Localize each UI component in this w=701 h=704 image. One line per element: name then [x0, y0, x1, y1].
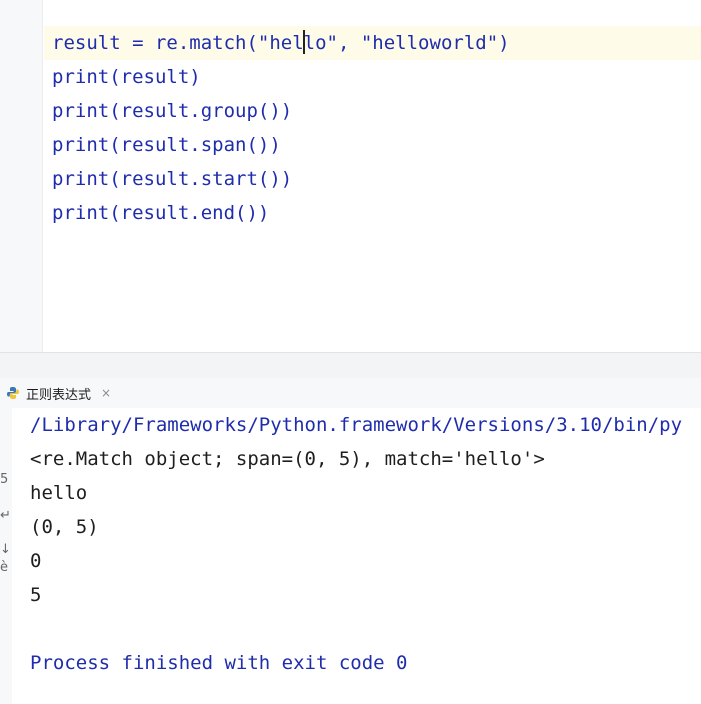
console-exit-message: Process finished with exit code 0: [30, 652, 408, 674]
console-line-span: (0, 5): [30, 516, 99, 538]
console-line-start: 0: [30, 550, 42, 572]
toolbar-glyph-1[interactable]: 5: [0, 472, 9, 487]
code-line-4[interactable]: print(result.span()): [52, 134, 281, 156]
code-editor[interactable]: result = re.match("hello", "helloworld")…: [0, 0, 701, 352]
toolbar-glyph-4[interactable]: è: [0, 560, 8, 575]
toolbar-glyph-2[interactable]: ↵: [0, 508, 11, 523]
console-command-line[interactable]: /Library/Frameworks/Python.framework/Ver…: [30, 414, 683, 436]
run-tab[interactable]: 正则表达式 ×: [6, 381, 111, 405]
code-line-1[interactable]: result = re.match("hello", "helloworld"): [44, 26, 701, 60]
code-line-3[interactable]: print(result.group()): [52, 100, 293, 122]
python-icon: [6, 386, 20, 400]
console-line-group: hello: [30, 482, 88, 504]
console-line-end: 5: [30, 584, 42, 606]
console-line-match: <re.Match object; span=(0, 5), match='he…: [30, 448, 545, 470]
close-icon[interactable]: ×: [101, 386, 112, 400]
code-line-1-part-a: result = re.match("hel: [52, 32, 304, 54]
panel-splitter[interactable]: [0, 352, 701, 379]
console-output[interactable]: /Library/Frameworks/Python.framework/Ver…: [12, 408, 701, 704]
code-line-1-part-b: lo", "helloworld"): [303, 32, 510, 54]
run-tab-label: 正则表达式: [26, 387, 92, 403]
editor-gutter: [0, 0, 43, 352]
code-line-5[interactable]: print(result.start()): [52, 168, 293, 190]
text-caret: [302, 30, 305, 54]
run-panel-header: 正则表达式 ×: [0, 378, 701, 409]
code-line-2[interactable]: print(result): [52, 66, 201, 88]
editor-code-area[interactable]: result = re.match("hello", "helloworld")…: [44, 0, 701, 352]
code-line-6[interactable]: print(result.end()): [52, 202, 270, 224]
toolbar-glyph-3[interactable]: ↓: [0, 542, 11, 557]
